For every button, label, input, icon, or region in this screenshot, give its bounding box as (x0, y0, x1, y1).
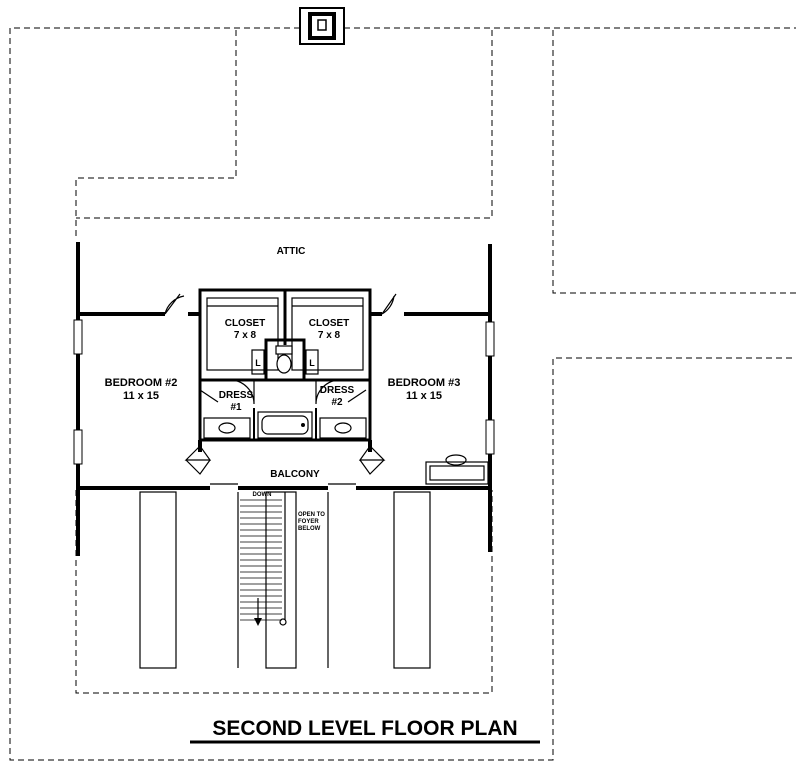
chimney (299, 7, 345, 45)
bedroom2-name: BEDROOM #2 (105, 377, 178, 389)
balcony-label: BALCONY (270, 469, 320, 480)
closet1-size: 7 x 8 (234, 330, 257, 341)
stair-down-label: DOWN (253, 492, 272, 498)
bedroom-top-walls (78, 293, 490, 316)
linen-right-label: L (309, 358, 315, 368)
attic-label: ATTIC (277, 246, 306, 257)
roof-outline (9, 27, 796, 761)
closet1-name: CLOSET (225, 318, 266, 329)
dress1-name: DRESS (219, 390, 254, 401)
columns-below (139, 491, 431, 669)
closet2-name: CLOSET (309, 318, 350, 329)
bedroom3-name: BEDROOM #3 (388, 377, 461, 389)
linen-left-label: L (255, 358, 261, 368)
dress1-num: #1 (230, 402, 242, 413)
exterior-walls (73, 242, 495, 556)
open-to-label: OPEN TO (298, 512, 325, 518)
bedroom2-size: 11 x 15 (123, 390, 159, 402)
balcony-walls (80, 440, 488, 490)
bedroom3-size: 11 x 15 (406, 390, 442, 402)
dress-bath-area (198, 378, 372, 442)
dress2-name: DRESS (320, 385, 355, 396)
bedroom3-desk (425, 454, 489, 485)
below-label: BELOW (298, 526, 321, 532)
stairs (240, 499, 282, 621)
plan-title: SECOND LEVEL FLOOR PLAN (212, 717, 517, 740)
toilet-room (251, 338, 319, 382)
closet2-size: 7 x 8 (318, 330, 341, 341)
dress2-num: #2 (331, 397, 343, 408)
foyer-label: FOYER (298, 519, 319, 525)
